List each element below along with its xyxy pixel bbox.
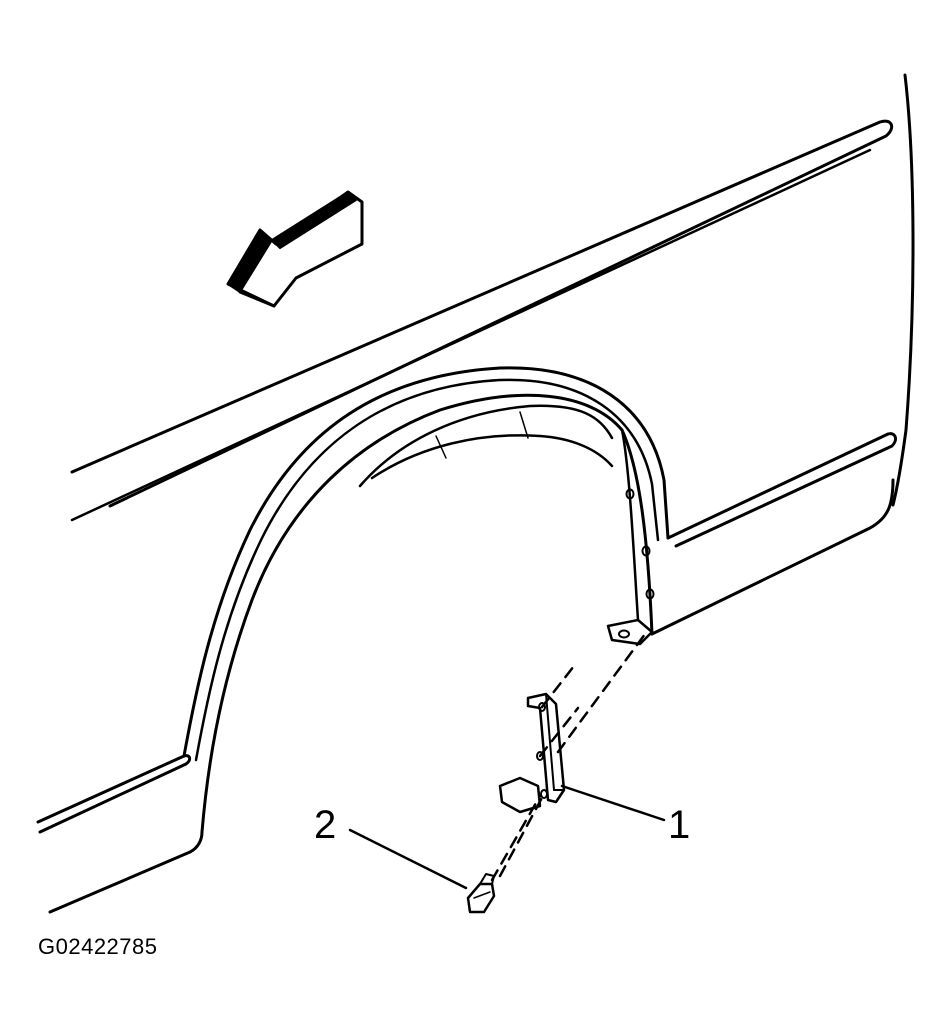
lower-side-molding-front bbox=[36, 754, 192, 834]
callout-2-label: 2 bbox=[314, 803, 336, 847]
mounting-hole bbox=[625, 488, 635, 500]
tab-hole bbox=[618, 629, 630, 639]
fender-flare-outer-lip bbox=[194, 378, 660, 762]
callout-2-leader bbox=[348, 828, 468, 890]
flare-mounting-flange bbox=[620, 428, 640, 622]
body-rear-edge bbox=[891, 73, 915, 507]
mounting-hole bbox=[645, 588, 655, 600]
figure-reference-code: G02422785 bbox=[38, 934, 158, 959]
wheelhouse-inner-edge bbox=[370, 434, 614, 480]
bracket-part-1 bbox=[498, 692, 566, 814]
mounting-hole bbox=[641, 545, 651, 557]
lower-side-molding-rear bbox=[666, 432, 897, 548]
front-direction-arrow-icon bbox=[226, 190, 364, 308]
upper-body-crease bbox=[70, 148, 872, 522]
flare-lower-tab bbox=[606, 618, 654, 646]
wheelhouse-seam-right bbox=[519, 411, 529, 439]
installation-guide-lines bbox=[490, 628, 650, 882]
wheelhouse-opening bbox=[358, 404, 614, 488]
upper-body-molding bbox=[70, 119, 894, 508]
fastener-part-2 bbox=[466, 873, 496, 914]
rocker-lower-edge-rear bbox=[650, 478, 895, 636]
fender-flare-inner bbox=[200, 393, 654, 834]
wheelhouse-seam-left bbox=[435, 435, 447, 459]
rocker-lower-edge-front bbox=[48, 830, 204, 914]
callout-1-leader bbox=[560, 784, 666, 822]
callout-1-label: 1 bbox=[668, 803, 690, 847]
fender-flare-outer bbox=[182, 366, 670, 758]
